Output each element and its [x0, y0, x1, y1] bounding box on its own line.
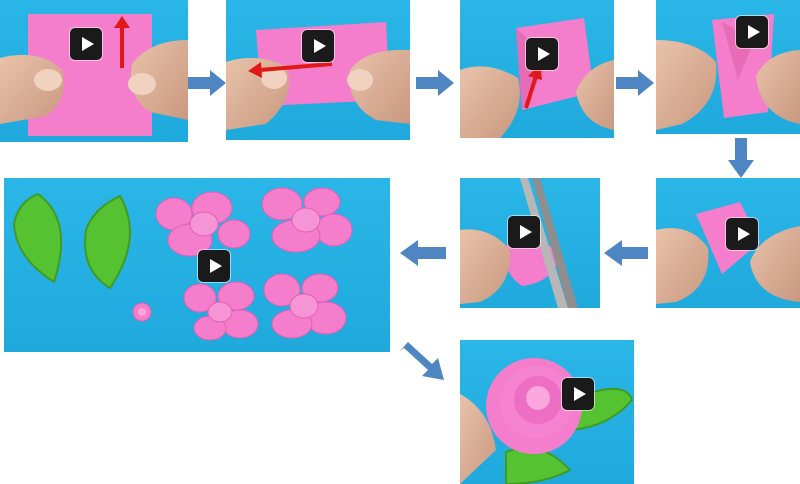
- step-5-thumbnail[interactable]: [656, 178, 800, 308]
- step-1-image: [0, 0, 188, 142]
- step-7-thumbnail[interactable]: [4, 178, 390, 352]
- step-4-thumbnail[interactable]: [656, 0, 800, 134]
- play-icon[interactable]: [726, 218, 758, 250]
- play-icon[interactable]: [736, 16, 768, 48]
- step-1-thumbnail[interactable]: [0, 0, 188, 142]
- play-icon[interactable]: [562, 378, 594, 410]
- step-2-thumbnail[interactable]: [226, 0, 410, 140]
- play-icon[interactable]: [508, 216, 540, 248]
- blue-arrow-icon: [400, 240, 446, 266]
- blue-arrow-icon: [188, 70, 226, 96]
- fold-direction-arrow: [112, 16, 132, 72]
- blue-arrow-icon: [728, 138, 754, 178]
- blue-arrow-icon: [416, 70, 454, 96]
- play-icon[interactable]: [302, 30, 334, 62]
- blue-arrow-icon: [604, 240, 648, 266]
- step-8-thumbnail[interactable]: [460, 340, 634, 484]
- step-7-image: [4, 178, 390, 352]
- fold-direction-arrow: [246, 56, 336, 80]
- step-4-image: [656, 0, 800, 134]
- step-3-thumbnail[interactable]: [460, 0, 614, 138]
- step-8-image: [460, 340, 634, 484]
- blue-arrow-icon: [400, 342, 446, 382]
- fold-direction-arrow: [520, 64, 544, 112]
- blue-arrow-icon: [616, 70, 654, 96]
- play-icon[interactable]: [526, 38, 558, 70]
- step-6-thumbnail[interactable]: [460, 178, 600, 308]
- play-icon[interactable]: [198, 250, 230, 282]
- play-icon[interactable]: [70, 28, 102, 60]
